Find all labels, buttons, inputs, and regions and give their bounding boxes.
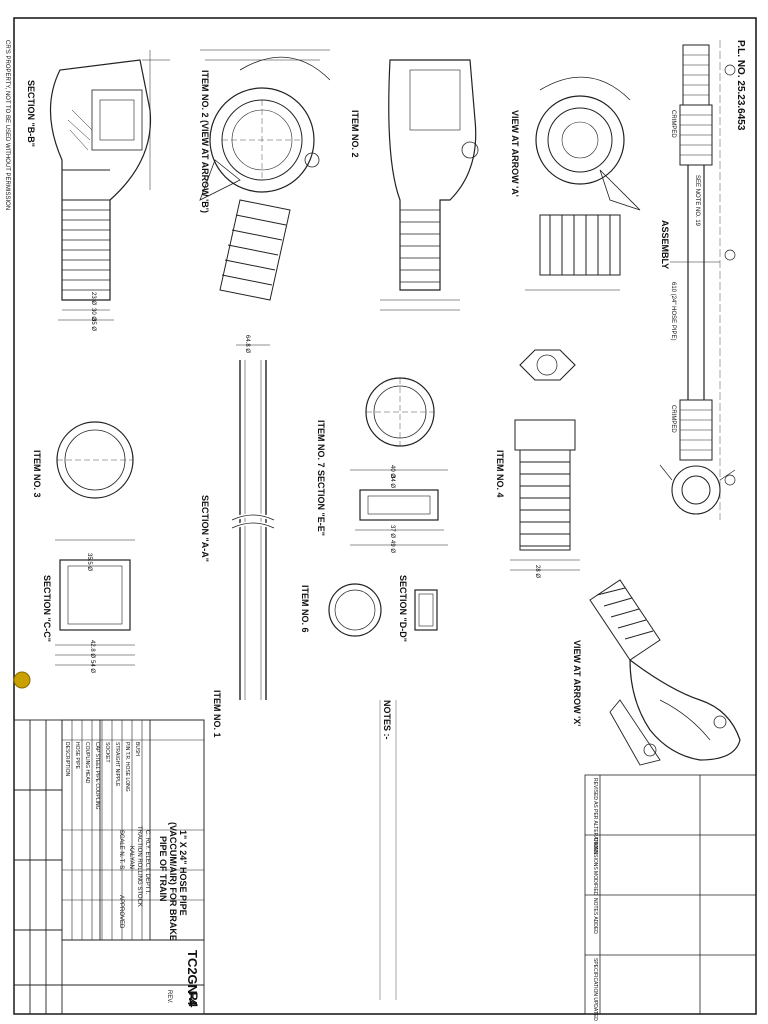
bom-row-3-desc: CAP STEEL PIPE COUPLING: [94, 742, 100, 810]
dim-35: 35 Ø: [90, 318, 96, 332]
section-dd-view: [414, 589, 438, 631]
logo-stamp: [13, 671, 31, 689]
notes-title: NOTES :-: [382, 700, 392, 740]
crimped-label-top: CRIMPED: [670, 110, 676, 138]
item-4-view: [510, 349, 580, 571]
item-1-label: ITEM NO. 1: [212, 690, 222, 738]
item-7-view: [365, 377, 435, 447]
section-bb-view: [49, 50, 170, 321]
bom-row-4-desc: SOCKET: [104, 742, 110, 763]
bom-row-6-desc: PIN T.R. HOSE LONG: [124, 742, 130, 792]
item-4-label: ITEM NO. 4: [495, 450, 505, 498]
outer-border: [13, 17, 757, 1015]
view-arrow-x-label: VIEW AT ARROW 'X': [572, 640, 582, 727]
bom-row-1-desc: HOSE PIPE: [74, 742, 80, 769]
section-ee-view: [350, 469, 448, 546]
dim-28: 28 Ø: [534, 565, 540, 579]
item-6-view: [328, 583, 382, 637]
title-line-1: 1" X 24" HOSE PIPE: [178, 830, 188, 916]
org-line-1: C. RLY. ELECT. DEPTT.: [144, 830, 150, 895]
item-6-label: ITEM NO. 6: [300, 585, 310, 633]
bom-row-2-desc: COUPLING HEAD: [84, 742, 90, 784]
dim-37: 37 Ø: [389, 525, 395, 539]
view-arrow-a: [525, 76, 641, 291]
dim-54: 54 Ø: [89, 660, 95, 674]
section-aa-hose: [231, 344, 275, 700]
item-2-side: [380, 59, 479, 311]
assembly-view: [659, 40, 736, 520]
view-arrow-a-label: VIEW AT ARROW 'A': [510, 110, 520, 197]
org-line-3: KALYAN: [128, 846, 134, 869]
dim-23: 23 Ø: [90, 292, 96, 306]
dim-49: 49 Ø: [389, 540, 395, 554]
revision-r3: NOTES ADDED: [592, 898, 598, 934]
scale-label: SCALE N. T. S.: [118, 830, 124, 871]
item-2-view-b: [199, 49, 331, 301]
section-aa-label: SECTION "A-A": [200, 495, 210, 563]
copyright-note: CR'S PROPERTY, NOT TO BE USED WITHOUT PE…: [4, 40, 10, 211]
view-arrow-x: [589, 579, 741, 766]
crimped-label-bottom: CRIMPED: [670, 405, 676, 433]
section-cc-view: [55, 539, 135, 666]
item-3-label: ITEM NO. 3: [32, 450, 42, 498]
revision-code: R4: [186, 992, 200, 1008]
section-cc-label: SECTION "C-C": [42, 575, 52, 643]
item-2-view-b-label: ITEM NO. 2 (VIEW AT ARROW 'B'): [200, 70, 210, 213]
approved-label: APPROVED: [118, 895, 124, 929]
bom-row-5-desc: STRAIGHT NIPPLE: [114, 742, 120, 787]
bom-table: [61, 719, 205, 941]
item-3-view: [56, 421, 134, 499]
section-ee-label: SECTION "E-E": [316, 470, 326, 537]
org-line-2: TRACTION ROLLING STOCK: [136, 826, 142, 907]
hose-length: 610 (24" HOSE PIPE): [670, 282, 676, 341]
title-line-2: (VACCUM/AIR) FOR BRAKE: [168, 822, 178, 941]
bom-row-7-desc: BUSH: [134, 742, 140, 756]
dim-64-8: 64.8 Ø: [244, 335, 250, 354]
title-line-3: PIPE OF TRAIN: [158, 836, 168, 902]
item-7-label: ITEM NO. 7: [316, 420, 326, 468]
revision-label: REV.: [166, 990, 172, 1004]
pl-number: P.L. NO. 25.23.6453: [735, 40, 746, 131]
dim-34: 34 Ø: [389, 475, 395, 489]
assembly-label: ASSEMBLY: [660, 220, 670, 270]
revision-block: [584, 774, 757, 1015]
dim-42-8: 42.8 Ø: [89, 640, 95, 659]
section-dd-label: SECTION "D-D": [398, 575, 408, 643]
bom-header-desc: DESCRIPTION: [64, 742, 70, 777]
item-2-label: ITEM NO. 2: [350, 110, 360, 158]
revision-r2: DIMENSIONS MODIFIED: [592, 838, 598, 896]
section-bb-label: SECTION "B-B": [26, 80, 36, 148]
dim-35-5: 35.5 Ø: [86, 553, 92, 572]
revision-r4: SPECIFICATION UPDATED: [592, 958, 598, 1021]
see-note-label: SEE NOTE NO. 19: [694, 175, 700, 227]
notes-block-lines: [379, 700, 397, 1000]
